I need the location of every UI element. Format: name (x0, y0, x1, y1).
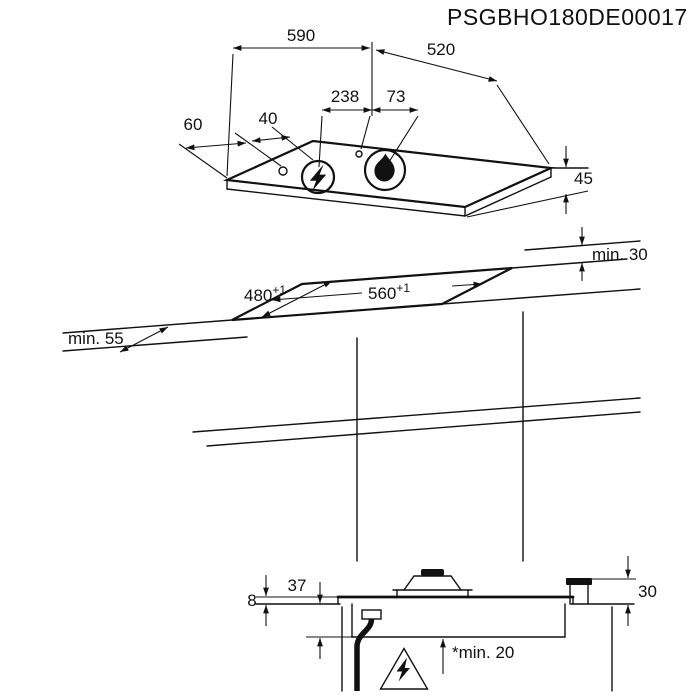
dim-cutout-480: 480+1 (244, 280, 333, 318)
dim-590: 590 (226, 26, 373, 177)
dim-cutout-560: 560+1 (271, 281, 483, 303)
worktop-cutout-view: 480+1 560+1 min. 55 min. 30 (62, 227, 648, 562)
dim-590-label: 590 (287, 26, 315, 45)
dim-238-73: 238 73 (318, 87, 419, 168)
lightning-burner-icon (300, 159, 336, 195)
installation-section-view: 8 37 30 *min. 20 (247, 556, 657, 692)
dim-min55: min. 55 (68, 326, 169, 353)
dim-min20-label: *min. 20 (452, 643, 514, 662)
dim-520: 520 (375, 40, 550, 165)
hob-top-view: 590 520 238 73 60 40 (178, 26, 593, 218)
burner-reference-dot (355, 150, 363, 158)
hob-outline (222, 139, 556, 217)
dim-min30: min. 30 (579, 227, 648, 281)
hob-profile (256, 595, 575, 638)
dim-cutout-560-label: 560+1 (368, 281, 410, 303)
dim-min20: *min. 20 (440, 639, 514, 674)
dim-8-label: 8 (247, 591, 256, 610)
drawing-code: PSGBHO180DE00017 (447, 4, 688, 30)
dim-cutout-480-label: 480+1 (244, 283, 286, 305)
dim-40-label: 40 (259, 109, 278, 128)
dim-30-label: 30 (638, 582, 657, 601)
dim-37-label: 37 (288, 576, 307, 595)
flame-burner-icon (363, 148, 407, 192)
dim-45-label: 45 (574, 169, 593, 188)
dim-45: 45 (466, 146, 593, 218)
dim-73-label: 73 (387, 87, 406, 106)
dim-60-40: 60 40 (178, 109, 314, 179)
dim-37: 37 (288, 576, 352, 659)
ignition-dot (278, 166, 288, 176)
dim-520-label: 520 (427, 40, 455, 59)
gas-pipe (354, 609, 382, 691)
dim-238-label: 238 (331, 87, 359, 106)
dim-30: 30 (592, 556, 657, 626)
dim-60-label: 60 (184, 115, 203, 134)
dim-8: 8 (247, 575, 269, 626)
dim-min55-label: min. 55 (68, 329, 124, 348)
dim-min30-label: min. 30 (592, 245, 648, 264)
electric-warning-icon (379, 647, 429, 690)
gas-connector (566, 578, 592, 605)
burner-profile (392, 569, 473, 598)
